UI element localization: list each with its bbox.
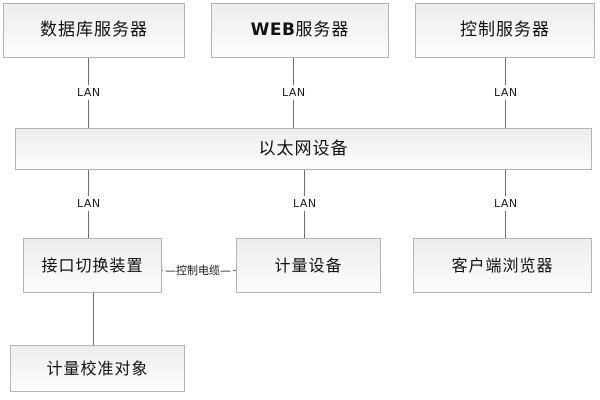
node-interface-switch-label: 接口切换装置 (41, 255, 144, 275)
edge-label-lan-6: LAN (491, 196, 521, 211)
node-control-server-label: 控制服务器 (460, 20, 550, 41)
node-web-server-label: WEB服务器 (251, 21, 350, 40)
node-calibration-object[interactable]: 计量校准对象 (10, 345, 185, 392)
node-ethernet-device-label: 以太网设备 (258, 138, 349, 159)
node-client-browser[interactable]: 客户端浏览器 (413, 238, 592, 293)
node-control-server[interactable]: 控制服务器 (415, 3, 595, 58)
node-calibration-object-label: 计量校准对象 (46, 358, 149, 378)
edge-label-lan-3: LAN (491, 85, 521, 100)
edge-label-lan-4: LAN (74, 196, 104, 211)
node-web-server-label-latin: WEB (250, 20, 296, 41)
edge-label-lan-2: LAN (279, 85, 309, 100)
node-ethernet-device[interactable]: 以太网设备 (15, 128, 592, 170)
edge-label-lan-5: LAN (290, 196, 320, 211)
node-interface-switch[interactable]: 接口切换装置 (23, 238, 162, 293)
node-client-browser-label: 客户端浏览器 (451, 255, 554, 275)
edge-label-lan-1: LAN (74, 85, 104, 100)
edge-label-control-cable: —控制电缆— (163, 262, 233, 278)
node-web-server[interactable]: WEB服务器 (211, 3, 389, 58)
node-metering-device[interactable]: 计量设备 (236, 238, 381, 293)
node-web-server-label-cn: 服务器 (295, 20, 350, 41)
node-metering-device-label: 计量设备 (274, 255, 343, 275)
node-database-server-label: 数据库服务器 (40, 20, 148, 41)
node-database-server[interactable]: 数据库服务器 (3, 3, 185, 58)
connector-interface-switch-to-calibration-object (93, 293, 94, 345)
